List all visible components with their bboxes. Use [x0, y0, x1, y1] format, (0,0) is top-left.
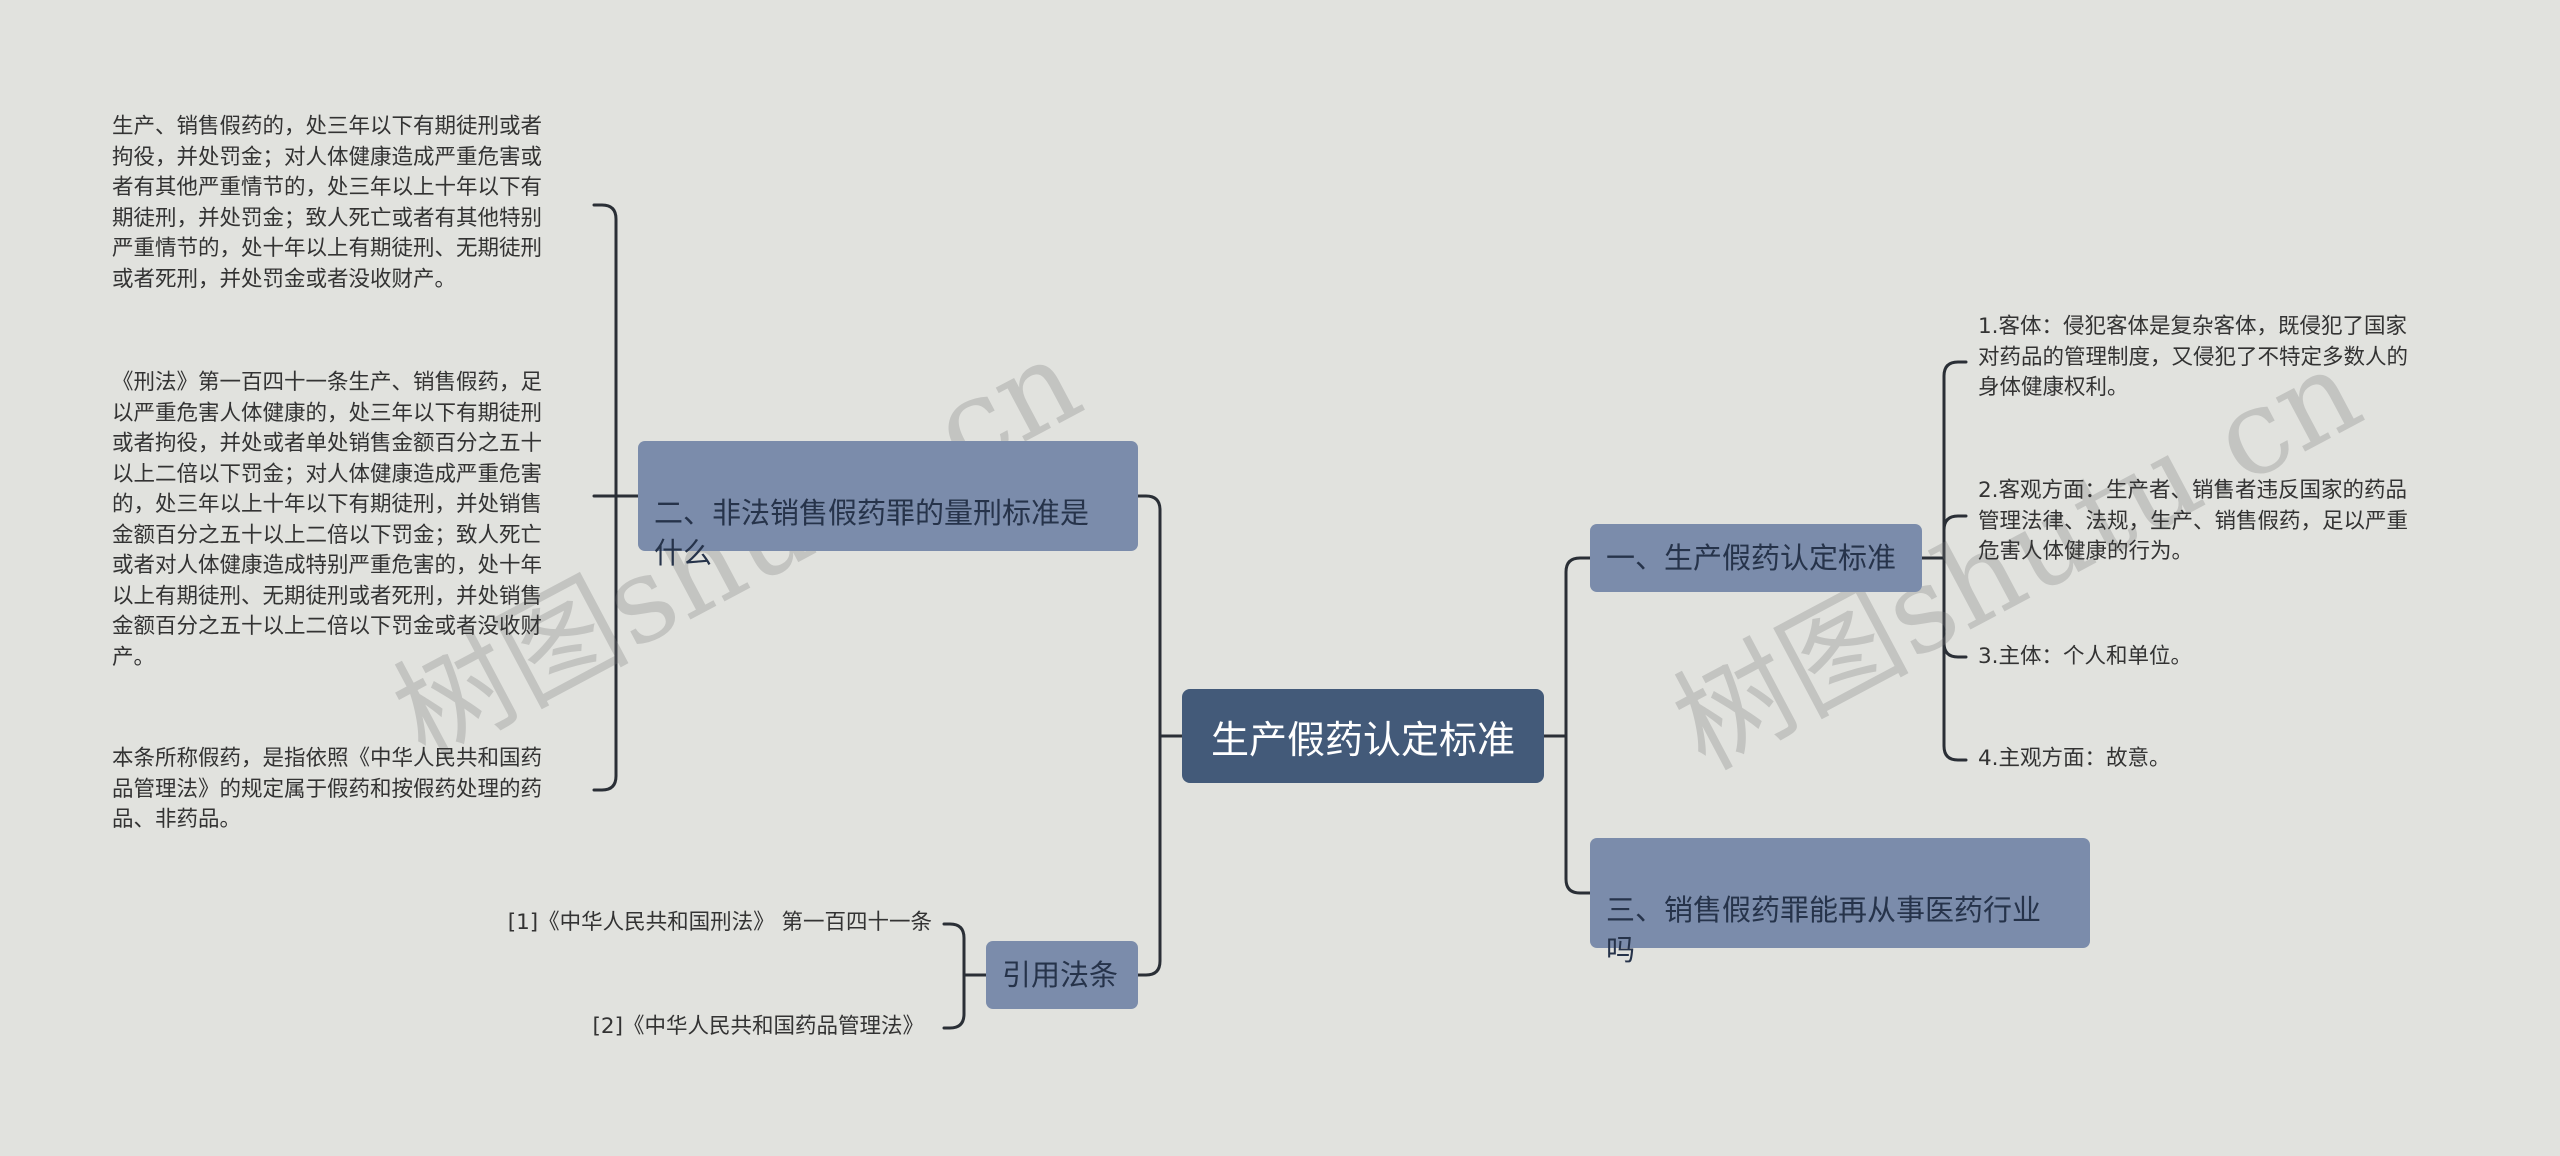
leaf-subjective-aspect: 4.主观方面：故意。: [1978, 746, 2171, 771]
branch-pharma-industry-question[interactable]: 三、销售假药罪能再从事医药行业 吗: [1590, 838, 2090, 967]
branch-sentencing-standard[interactable]: 二、非法销售假药罪的量刑标准是 什么: [638, 441, 1138, 570]
root-left-link-1: [1136, 734, 1162, 977]
root-label: 生产假药认定标准: [1210, 717, 1515, 762]
branch-label: 三、销售假药罪能再从事医药行业 吗: [1606, 893, 2042, 967]
citation-drug-administration-law: [2]《中华人民共和国药品管理法》: [592, 1014, 924, 1039]
branch-label: 引用法条: [1002, 958, 1119, 992]
leaf-object: 1.客体：侵犯客体是复杂客体，既侵犯了国家 对药品的管理制度，又侵犯了不特定多数…: [1978, 314, 2409, 400]
citation-criminal-law: [1]《中华人民共和国刑法》 第一百四十一条: [507, 910, 932, 935]
b1-leaves-link-3: [1942, 556, 1968, 762]
leaf-penalty-summary: 生产、销售假药的，处三年以下有期徒刑或者 拘役，并处罚金；对人体健康造成严重危害…: [112, 114, 543, 292]
b2-leaves-link-0: [592, 203, 618, 498]
root-right-link-1: [1564, 734, 1592, 895]
leaf-criminal-law-article: 《刑法》第一百四十一条生产、销售假药，足 以严重危害人体健康的，处三年以下有期徒…: [112, 370, 543, 670]
branch-production-standard[interactable]: 一、生产假药认定标准: [1590, 524, 1922, 592]
b1-leaves-link-2: [1942, 556, 1968, 659]
branch-label: 一、生产假药认定标准: [1606, 541, 1897, 575]
root-node[interactable]: 生产假药认定标准: [1182, 689, 1544, 783]
root-right-link-0: [1564, 556, 1592, 738]
b1-leaves-link-0: [1942, 360, 1968, 560]
branch-cited-laws[interactable]: 引用法条: [986, 941, 1138, 1009]
leaf-subject: 3.主体：个人和单位。: [1978, 644, 2193, 669]
b2-leaves-link-2: [592, 494, 618, 792]
b4-citations-link-0: [942, 922, 966, 977]
b1-leaves-link-1: [1942, 514, 1968, 560]
branch-label: 二、非法销售假药罪的量刑标准是 什么: [654, 496, 1090, 570]
b4-citations-link-1: [942, 973, 966, 1030]
leaf-objective-aspect: 2.客观方面：生产者、销售者违反国家的药品 管理法律、法规，生产、销售假药，足以…: [1978, 478, 2409, 564]
leaf-fake-drug-definition: 本条所称假药，是指依照《中华人民共和国药 品管理法》的规定属于假药和按假药处理的…: [112, 746, 543, 832]
root-left-link-0: [1136, 494, 1162, 738]
